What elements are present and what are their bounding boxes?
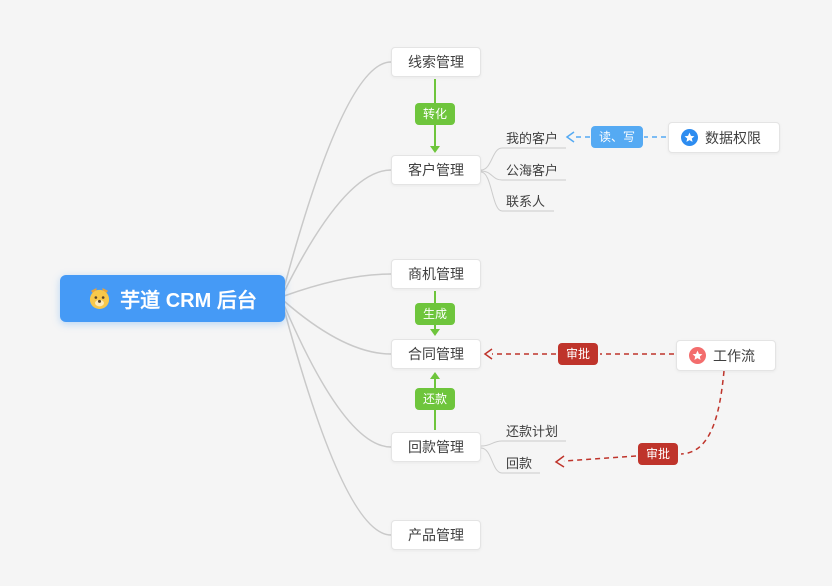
node-label: 线索管理: [408, 54, 464, 70]
approve-receivable-dashed-arrow: [554, 370, 725, 468]
leaf-repayment-plan: 还款计划: [506, 424, 559, 439]
node-label: 客户管理: [408, 162, 464, 178]
badge-repay: 还款: [414, 388, 456, 410]
read-write-dashed-arrow: [565, 131, 666, 143]
leaf-public-customers: 公海客户: [506, 163, 559, 178]
leaf-receivable: 回款: [506, 456, 533, 471]
badge-approve-receivable: 审批: [637, 443, 679, 465]
customer-children-connectors: [480, 147, 566, 212]
badge-read-write: 读、写: [590, 126, 644, 148]
badge-generate: 生成: [414, 303, 456, 325]
node-label: 回款管理: [408, 439, 464, 455]
node-workflow[interactable]: 工作流: [676, 340, 776, 371]
node-label: 商机管理: [408, 266, 464, 282]
receivable-children-connectors: [480, 440, 566, 474]
star-icon: [681, 129, 698, 146]
node-product-management[interactable]: 产品管理: [391, 520, 481, 550]
node-label: 产品管理: [408, 527, 464, 543]
root-node-label: 芋道 CRM 后台: [120, 290, 257, 312]
leaf-contacts: 联系人: [506, 194, 546, 209]
star-icon: [689, 347, 706, 364]
node-contract-management[interactable]: 合同管理: [391, 339, 481, 369]
leaf-my-customers: 我的客户: [506, 131, 559, 146]
node-data-permission[interactable]: 数据权限: [668, 122, 780, 153]
badge-convert: 转化: [414, 103, 456, 125]
node-label: 合同管理: [408, 346, 464, 362]
node-customer-management[interactable]: 客户管理: [391, 155, 481, 185]
node-receivable-management[interactable]: 回款管理: [391, 432, 481, 462]
node-opportunity-management[interactable]: 商机管理: [391, 259, 481, 289]
dog-face-icon: [88, 287, 111, 310]
approve-contract-dashed-arrow: [483, 348, 674, 360]
badge-approve-contract: 审批: [557, 343, 599, 365]
root-node-crm-backend[interactable]: 芋道 CRM 后台: [60, 275, 285, 322]
root-branch-curves: [283, 61, 392, 536]
node-label: 工作流: [713, 347, 755, 364]
node-lead-management[interactable]: 线索管理: [391, 47, 481, 77]
node-label: 数据权限: [705, 129, 761, 146]
